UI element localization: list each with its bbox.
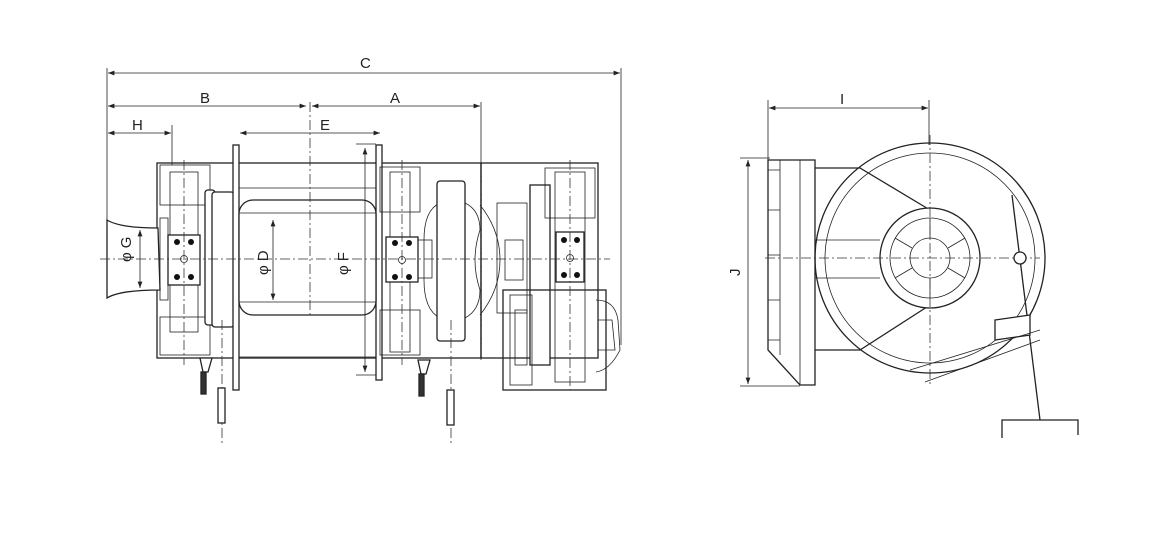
- dimension-b: B: [108, 90, 306, 109]
- dimension-c: C: [108, 55, 620, 76]
- label-i: I: [840, 91, 844, 108]
- label-f: φF: [335, 252, 352, 275]
- dimension-j: J: [727, 157, 800, 387]
- foot-pedal: [1001, 419, 1079, 438]
- label-c: C: [360, 55, 371, 72]
- label-b: B: [200, 90, 210, 107]
- dimension-i: I: [769, 91, 928, 111]
- label-a: A: [390, 90, 400, 107]
- dimension-a: A: [312, 90, 480, 109]
- label-d: φD: [255, 250, 272, 275]
- side-view: I J: [727, 91, 1079, 438]
- front-view: C B A H E φG: [100, 55, 622, 445]
- dimension-h: H: [108, 117, 171, 136]
- label-e: E: [320, 117, 330, 134]
- label-g: φG: [118, 237, 135, 262]
- label-j: J: [727, 269, 744, 277]
- label-h: H: [132, 117, 143, 134]
